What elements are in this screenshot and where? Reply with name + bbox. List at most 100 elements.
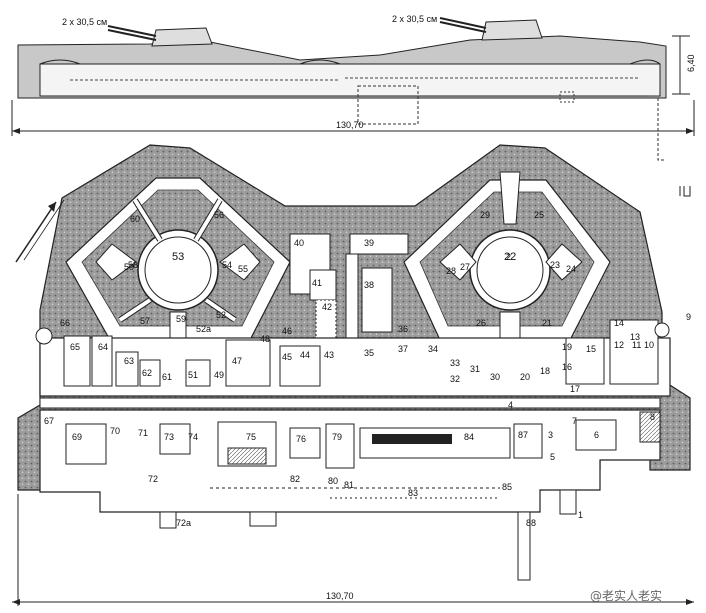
room-label: 71	[138, 428, 148, 438]
room-label: 4	[508, 400, 513, 410]
room-label: 23	[550, 260, 560, 270]
room-label: 18	[540, 366, 550, 376]
room-label: 72	[148, 474, 158, 484]
room-label: 44	[300, 350, 310, 360]
room-label: 49	[214, 370, 224, 380]
room-label: 9	[686, 312, 691, 322]
room-label: 21	[542, 318, 552, 328]
room-label: 40	[294, 238, 304, 248]
casemate-row	[35, 319, 671, 397]
section-length-dimension: 130,70	[11, 100, 695, 136]
room-label: 5	[550, 452, 555, 462]
room-label: 52	[216, 310, 226, 320]
main-corridor	[39, 397, 661, 409]
turret-right-label: 2 x 30,5 см	[392, 14, 437, 24]
room-label: 70	[110, 426, 120, 436]
room-label: 11	[632, 340, 641, 350]
left-turret-block	[65, 177, 291, 349]
turret-right: 2 x 30,5 см	[392, 14, 543, 41]
right-turret-block	[403, 171, 611, 349]
north-arrow-icon	[15, 199, 65, 263]
room-label: 26	[476, 318, 486, 328]
room-label: 65	[70, 342, 80, 352]
room-label: 66	[60, 318, 70, 328]
room-label: 46	[282, 326, 292, 336]
room-label: 19	[562, 342, 572, 352]
room-label: 52a	[196, 324, 211, 334]
room-label: 41	[312, 278, 322, 288]
room-label: 28	[446, 266, 456, 276]
room-label: 83	[408, 488, 418, 498]
room-label: 57	[140, 316, 150, 326]
room-label: 45	[282, 352, 292, 362]
room-label: 43	[324, 350, 334, 360]
room-label: 80	[328, 476, 338, 486]
room-label: 39	[364, 238, 374, 248]
room-label: 55	[238, 264, 248, 274]
room-label: 37	[398, 344, 408, 354]
room-label: 47	[232, 356, 242, 366]
room-label: 51	[188, 370, 198, 380]
room-label: 38	[364, 280, 374, 290]
room-label: 75	[246, 432, 256, 442]
room-label: 62	[142, 368, 152, 378]
room-label: 64	[98, 342, 108, 352]
room-label: 25	[534, 210, 544, 220]
room-label: 30	[490, 372, 500, 382]
room-label: 82	[290, 474, 300, 484]
room-label: 42	[322, 302, 332, 312]
room-label: 20	[520, 372, 530, 382]
room-label: 7	[572, 416, 577, 426]
plan-length-label: 130,70	[326, 591, 354, 601]
room-label: 48	[260, 334, 270, 344]
room-label: 27	[460, 262, 470, 272]
room-label: 84	[464, 432, 474, 442]
section-gallery	[39, 63, 661, 97]
room-label: 29	[480, 210, 490, 220]
room-label: 2	[506, 252, 511, 262]
room-label: 10	[644, 340, 654, 350]
room-label: 60	[130, 214, 140, 224]
room-label: 6	[594, 430, 599, 440]
watermark: @老实人老实	[590, 588, 662, 603]
room-label: 22	[504, 251, 516, 263]
plan-view: 1 2 3 4 5 6 7 8 9 10 11 12 13 14 15 16 1…	[12, 144, 694, 606]
room-label: 87	[518, 430, 528, 440]
room-label: 3	[548, 430, 553, 440]
height-dimension: 6,40	[672, 35, 696, 95]
room-label: 34	[428, 344, 438, 354]
room-label: 35	[364, 348, 374, 358]
room-label: 85	[502, 482, 512, 492]
room-label: 12	[614, 340, 624, 350]
room-label: 13	[630, 332, 640, 342]
room-label: 56	[214, 210, 224, 220]
room-label: 67	[44, 416, 54, 426]
room-label: 53	[172, 251, 184, 263]
lower-wing	[39, 409, 661, 513]
section-length-label: 130,70	[336, 120, 364, 130]
room-label: 73	[164, 432, 174, 442]
room-label: 58	[128, 260, 138, 270]
room-label: 32	[450, 374, 460, 384]
plan-length-dimension: 130,70	[12, 494, 694, 606]
room-label: 33	[450, 358, 460, 368]
room-label: 76	[296, 434, 306, 444]
room-label: 74	[188, 432, 198, 442]
room-label: 88	[526, 518, 536, 528]
room-label: 15	[586, 344, 596, 354]
room-label: 14	[614, 318, 624, 328]
room-label: 72a	[176, 518, 191, 528]
room-label: 63	[124, 356, 134, 366]
room-label: 31	[470, 364, 480, 374]
room-label: 24	[566, 264, 576, 274]
room-labels: 1 2 3 4 5 6 7 8 9 10 11 12 13 14 15 16 1…	[44, 210, 691, 528]
room-label: 81	[344, 480, 354, 490]
room-label: 16	[562, 362, 572, 372]
turret-left: 2 x 30,5 см	[62, 17, 213, 47]
turret-left-label: 2 x 30,5 см	[62, 17, 107, 27]
room-label: 50	[124, 262, 134, 272]
room-label: 59	[176, 314, 186, 324]
room-label: 54	[222, 260, 232, 270]
room-label: 79	[332, 432, 342, 442]
